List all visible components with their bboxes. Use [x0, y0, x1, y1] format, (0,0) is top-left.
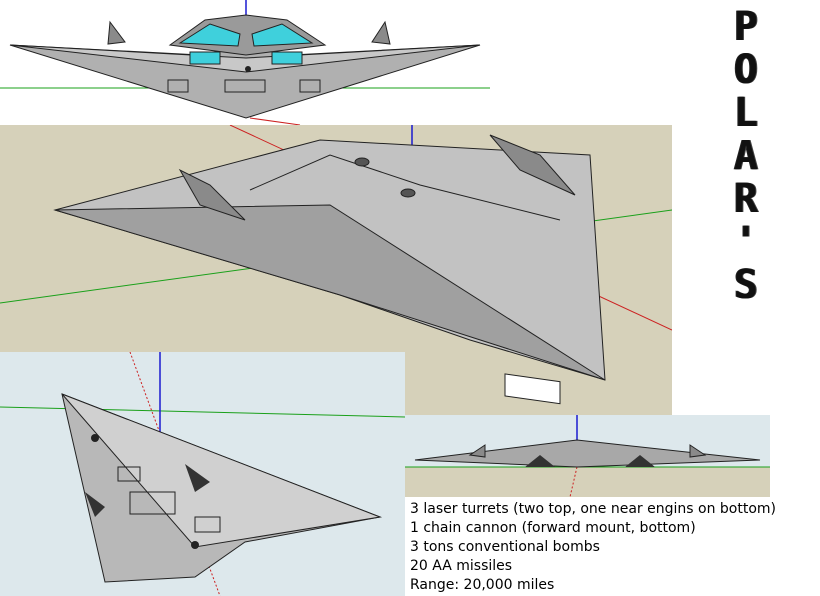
perspective-fin-right	[489, 134, 576, 196]
bay-1	[117, 466, 141, 482]
panel-a	[167, 79, 189, 93]
perspective-fin-left	[178, 168, 246, 221]
side-view-panel	[405, 415, 770, 497]
underside-view-panel	[0, 352, 405, 596]
side-fin-left	[468, 444, 486, 458]
title-letter: R	[733, 176, 759, 222]
side-engine-2	[625, 455, 655, 467]
front-wing-shape	[9, 44, 481, 119]
green-axis-line-3	[0, 406, 405, 418]
right-fin	[371, 20, 391, 45]
underside-aircraft	[0, 352, 405, 596]
perspective-underside	[54, 204, 606, 381]
title-letter: A	[733, 133, 759, 179]
intake-left	[85, 492, 105, 517]
title-letter: O	[733, 47, 759, 93]
spec-line: 3 laser turrets (two top, one near engin…	[410, 501, 777, 517]
panel-b	[224, 79, 266, 93]
side-body	[414, 439, 761, 468]
turret-top-1	[354, 157, 370, 167]
bay-3	[194, 516, 221, 533]
side-aircraft	[405, 415, 770, 497]
spec-line: Range: 20,000 miles	[410, 577, 555, 593]
left-intake	[189, 51, 221, 65]
title-letter: L	[733, 90, 759, 136]
left-fin	[107, 20, 126, 45]
bay-2	[129, 491, 176, 515]
title-letter: P	[733, 4, 759, 50]
spec-line: 20 AA missiles	[410, 558, 513, 574]
title-column: P O L A R ' S	[672, 0, 820, 360]
spec-line: 3 tons conventional bombs	[410, 539, 600, 555]
underside-turret-2	[191, 541, 199, 549]
turret-top-2	[400, 188, 416, 198]
spec-line: 1 chain cannon (forward mount, bottom)	[410, 520, 696, 536]
side-ground	[405, 467, 770, 497]
side-fin-right	[689, 444, 707, 458]
right-intake	[271, 51, 303, 65]
panel-c	[299, 79, 321, 93]
side-engine-1	[525, 455, 555, 467]
rear-panel	[504, 373, 561, 405]
intake-right	[185, 464, 210, 492]
underside-plate	[61, 393, 382, 548]
underside-turret-1	[91, 434, 99, 442]
title-letter: S	[733, 262, 759, 308]
perspective-aircraft	[0, 125, 672, 405]
title-letter: '	[733, 219, 759, 265]
front-view-panel	[0, 0, 490, 125]
right-canopy	[251, 23, 314, 47]
red-axis-line-4	[569, 466, 578, 497]
turret-front	[245, 66, 251, 72]
front-wing-top	[9, 44, 481, 73]
front-view-aircraft	[0, 0, 490, 125]
specs-list: 3 laser turrets (two top, one near engin…	[410, 500, 815, 595]
red-axis-line	[249, 117, 301, 125]
hull-ridge	[249, 154, 561, 221]
left-canopy	[178, 23, 241, 47]
